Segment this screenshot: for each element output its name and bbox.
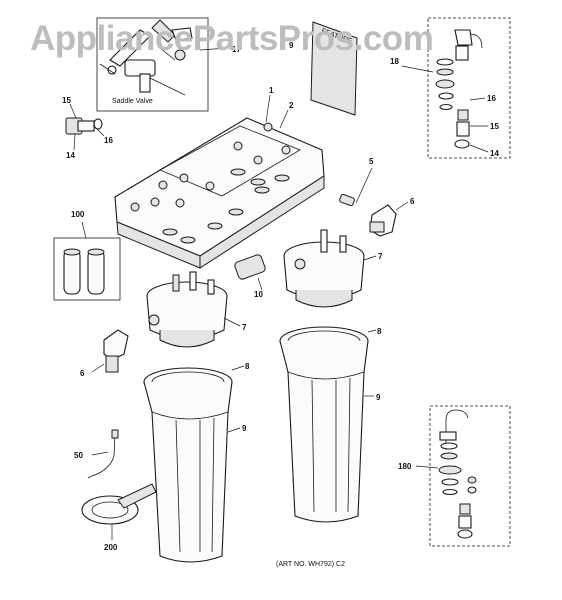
screw-and-elbow-right	[339, 167, 409, 237]
callout-15-right: 15	[490, 122, 499, 131]
elbow-left	[91, 329, 129, 373]
housing-cap-right	[283, 229, 377, 308]
callout-2: 2	[289, 101, 294, 110]
callout-6-left: 6	[80, 369, 85, 378]
connector-nipple	[234, 254, 266, 291]
callout-7-left: 7	[242, 323, 247, 332]
manifold-head	[114, 94, 325, 269]
callout-16-left: 16	[104, 136, 113, 145]
callout-9-right: 9	[376, 393, 381, 402]
housing-cap-left	[146, 271, 241, 348]
cartridge-inset	[53, 221, 121, 301]
callout-15-left: 15	[62, 96, 71, 105]
tube	[87, 429, 119, 479]
callout-17: 17	[232, 45, 241, 54]
callout-9-card: 9	[289, 41, 294, 50]
callout-16-right: 16	[487, 94, 496, 103]
callout-1: 1	[269, 86, 274, 95]
callout-180: 180	[398, 462, 412, 471]
housing-bowl-left	[143, 365, 245, 563]
faucet-inset-bottom	[415, 405, 511, 547]
callout-100: 100	[71, 210, 85, 219]
saddle-valve-inset: Saddle Valve	[96, 17, 229, 112]
callout-9-left: 9	[242, 424, 247, 433]
callout-5: 5	[369, 157, 374, 166]
housing-wrench	[81, 483, 157, 540]
fitting-left	[65, 103, 105, 151]
watermark: AppliancePartsPros.com	[30, 19, 433, 58]
callout-6-right: 6	[410, 197, 415, 206]
faucet-inset-top	[401, 17, 511, 159]
callout-200: 200	[104, 543, 118, 552]
callout-14-right: 14	[490, 149, 499, 158]
art-number: (ART NO. WH792) C2	[276, 561, 345, 568]
callout-labels: 17 9 18 16 15 14 15 16 14 1 2 5 6 100 7 …	[62, 41, 499, 552]
callout-7-right: 7	[378, 252, 383, 261]
housing-bowl-right	[279, 326, 377, 523]
saddle-valve-caption: Saddle Valve	[112, 98, 153, 105]
callout-50: 50	[74, 451, 83, 460]
screw-row	[130, 122, 291, 244]
callout-8-left: 8	[245, 362, 250, 371]
callout-18: 18	[390, 57, 399, 66]
callout-10: 10	[254, 290, 263, 299]
callout-14-left: 14	[66, 151, 75, 160]
callout-8-right: 8	[377, 327, 382, 336]
